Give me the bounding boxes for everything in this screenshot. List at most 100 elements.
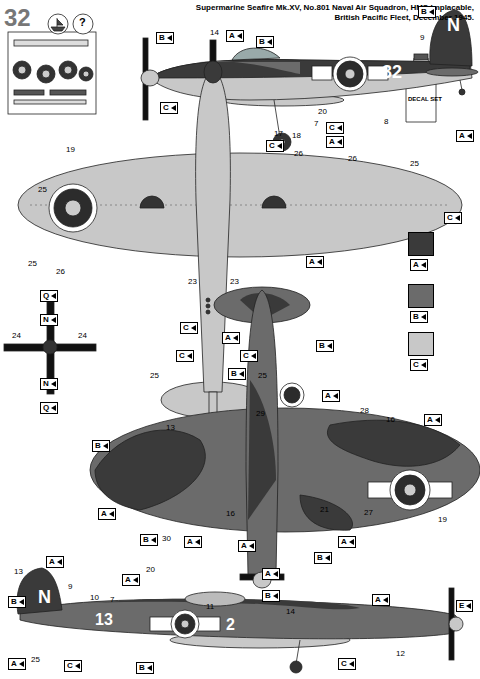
callout-number: 7 xyxy=(314,120,318,128)
callout-number: N xyxy=(447,16,460,34)
callout-number: 26 xyxy=(56,268,65,276)
callout-flag: A xyxy=(306,256,324,268)
colour-letter: C xyxy=(163,103,169,112)
legend-letter: A xyxy=(413,260,419,269)
callout-flag: B xyxy=(8,596,26,608)
callout-number: 13 xyxy=(95,612,113,628)
colour-letter: A xyxy=(125,575,131,584)
callout-number: 16 xyxy=(226,510,235,518)
colour-letter: B xyxy=(231,369,237,378)
callout-flag: A xyxy=(122,574,140,586)
callout-number: 8 xyxy=(384,118,388,126)
colour-letter: A xyxy=(265,569,271,578)
callout-flag: B xyxy=(228,368,246,380)
colour-letter: Q xyxy=(43,403,49,412)
colour-letter: C xyxy=(179,351,185,360)
legend-flag: B xyxy=(410,311,428,323)
callout-number: 19 xyxy=(66,146,75,154)
callout-number: 32 xyxy=(382,63,402,81)
colour-letter: A xyxy=(329,137,335,146)
callout-flag: N xyxy=(40,314,58,326)
colour-letter: C xyxy=(243,351,249,360)
callout-flag: A xyxy=(222,332,240,344)
legend-flag: A xyxy=(410,259,428,271)
callout-flag: A xyxy=(184,536,202,548)
callout-number: 17 xyxy=(274,130,283,138)
callout-number: 7 xyxy=(110,596,114,604)
colour-letter: A xyxy=(49,557,55,566)
colour-letter: Q xyxy=(43,291,49,300)
callout-number: 25 xyxy=(258,372,267,380)
colour-letter: B xyxy=(11,597,17,606)
callout-flag: Q xyxy=(40,290,58,302)
callout-number: 18 xyxy=(292,132,301,140)
callout-number: 23 xyxy=(188,278,197,286)
colour-letter: C xyxy=(341,659,347,668)
callout-flag: B xyxy=(314,552,332,564)
callout-number: 9 xyxy=(68,583,72,591)
callout-flag: C xyxy=(64,660,82,672)
callout-flag: C xyxy=(444,212,462,224)
colour-letter: E xyxy=(459,601,464,610)
callout-flag: C xyxy=(266,140,284,152)
callout-number: 14 xyxy=(286,608,295,616)
colour-letter: A xyxy=(101,509,107,518)
callout-number: 25 xyxy=(28,260,37,268)
callout-flag: B xyxy=(262,590,280,602)
callout-number: 26 xyxy=(294,150,303,158)
colour-letter: N xyxy=(43,379,49,388)
callout-flag: C xyxy=(176,350,194,362)
colour-letter: C xyxy=(183,323,189,332)
legend-letter: C xyxy=(413,360,419,369)
callout-flag: E xyxy=(456,600,473,612)
colour-letter: C xyxy=(447,213,453,222)
callout-number: 11 xyxy=(206,603,214,611)
callout-flag: A xyxy=(322,390,340,402)
callout-number: 23 xyxy=(230,278,239,286)
callout-flag: B xyxy=(418,6,436,18)
callout-number: 32 xyxy=(4,6,31,30)
callout-flag: A xyxy=(98,508,116,520)
callout-number: 25 xyxy=(38,186,47,194)
colour-letter: A xyxy=(187,537,193,546)
colour-letter: C xyxy=(329,123,335,132)
callout-number: 19 xyxy=(438,516,447,524)
callout-number: 16 xyxy=(386,416,395,424)
callout-number: 13 xyxy=(166,424,175,432)
colour-letter: B xyxy=(421,7,427,16)
colour-letter: C xyxy=(269,141,275,150)
callout-number: 14 xyxy=(210,29,219,37)
colour-letter: B xyxy=(159,33,165,42)
callout-flag: B xyxy=(256,36,274,48)
callout-flag: B xyxy=(316,340,334,352)
callout-flag: C xyxy=(240,350,258,362)
callout-flag: B xyxy=(92,440,110,452)
callout-flag: A xyxy=(46,556,64,568)
callout-flag: C xyxy=(326,122,344,134)
colour-letter: B xyxy=(317,553,323,562)
colour-letter: A xyxy=(459,131,465,140)
colour-swatch xyxy=(408,332,434,356)
callout-flag: C xyxy=(180,322,198,334)
callout-number: 12 xyxy=(396,650,405,658)
colour-letter: B xyxy=(265,591,271,600)
colour-letter: B xyxy=(139,663,145,672)
colour-letter: B xyxy=(319,341,325,350)
colour-letter: C xyxy=(67,661,73,670)
colour-letter: A xyxy=(241,541,247,550)
callout-number: 9 xyxy=(420,34,424,42)
callout-number: 26 xyxy=(348,155,357,163)
callout-number: DECAL SET xyxy=(408,96,442,102)
callout-number: 29 xyxy=(256,410,265,418)
callout-number: 25 xyxy=(150,372,159,380)
callout-number: ? xyxy=(79,17,86,28)
callout-flag: A xyxy=(226,30,244,42)
colour-letter: A xyxy=(427,415,433,424)
colour-letter: A xyxy=(375,595,381,604)
callout-flag: B xyxy=(136,662,154,674)
callout-flag: A xyxy=(8,658,26,670)
callout-flag: A xyxy=(326,136,344,148)
callout-flag: C xyxy=(338,658,356,670)
colour-swatch xyxy=(408,232,434,256)
